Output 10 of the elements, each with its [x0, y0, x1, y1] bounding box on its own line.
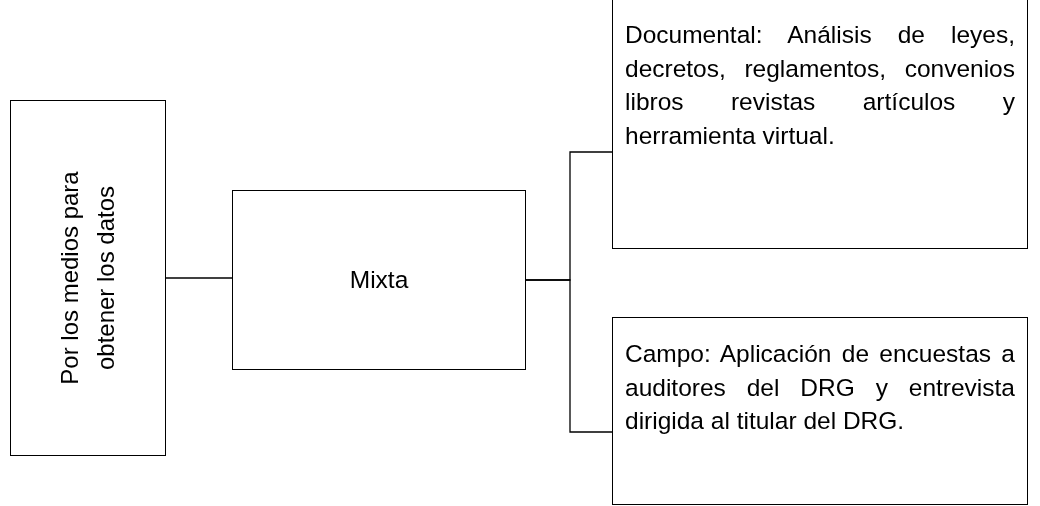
vertical-label-box [10, 100, 166, 456]
connector-line [165, 277, 233, 279]
text-box [612, 317, 1028, 505]
box-text: Por los medios para obtener los datos [55, 170, 120, 387]
process-box [232, 190, 526, 370]
box-text: Documental: Análisis de leyes, decretos, reglamentos, convenios libros revistas artículos y herramienta virtual. [625, 20, 1015, 151]
box-text: Mixta [349, 265, 409, 296]
box-text: Campo: Aplicación de encuestas a auditores del DRG y entrevista dirigida al titular del DRG. [625, 339, 1015, 436]
text-box [612, 0, 1028, 249]
connector-line [525, 279, 613, 433]
